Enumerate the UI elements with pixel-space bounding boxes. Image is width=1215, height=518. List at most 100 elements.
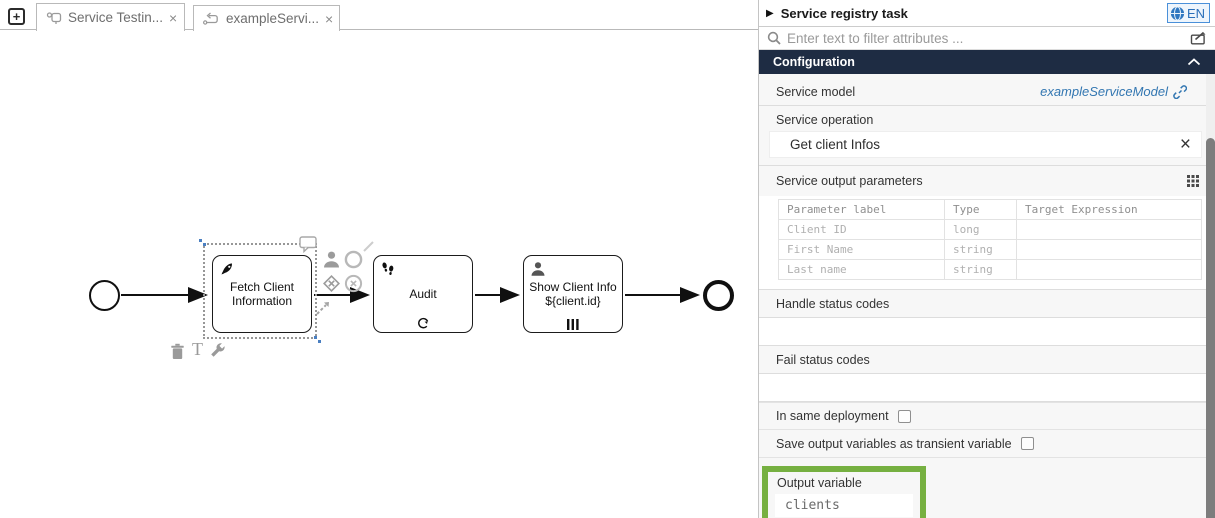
service-model-link[interactable]: exampleServiceModel [1040,84,1188,99]
process-model-icon [203,12,220,26]
end-event[interactable] [703,280,734,311]
selection-outline[interactable] [199,239,321,343]
in-same-deployment-label: In same deployment [776,409,889,423]
edit-pencil-icon[interactable] [362,240,375,253]
section-configuration[interactable]: Configuration [759,50,1215,74]
collapse-panel-icon[interactable]: ▶ [766,7,774,19]
chevron-up-icon[interactable] [1187,58,1201,66]
tab-close-icon[interactable]: × [169,9,178,26]
tab-bar: + Service Testin... × exampleServi... × [0,0,758,31]
table-header-row: Parameter label Type Target Expression [778,199,1202,220]
globe-icon [1170,5,1185,21]
section-title: Configuration [773,55,855,69]
process-diagram: Fetch Client Information Audit Show Clie… [89,236,734,360]
task-audit[interactable]: Audit [373,255,473,333]
save-transient-row: Save output variables as transient varia… [759,430,1215,458]
task-label: ${client.id} [545,294,601,308]
fail-status-codes-input[interactable] [759,374,1215,402]
append-user-task-icon[interactable] [322,250,341,269]
tab-example-service[interactable]: exampleServi... × [193,5,340,31]
append-event-icon[interactable] [344,250,363,269]
save-transient-label: Save output variables as transient varia… [776,436,1012,451]
output-variable-input[interactable] [775,494,913,517]
delete-trash-icon[interactable] [170,343,185,360]
tab-label: Service Testin... [68,10,164,25]
column-header: Parameter label [778,199,945,220]
wrench-icon[interactable] [209,342,226,359]
tab-close-icon[interactable]: × [325,10,334,27]
grid-view-icon[interactable] [1187,175,1199,187]
parallel-multiinstance-icon [567,319,579,330]
param-target-cell[interactable] [1016,239,1202,260]
service-model-row: Service model exampleServiceModel [759,78,1215,106]
save-transient-checkbox[interactable] [1020,437,1034,450]
service-model-label: Service model [776,84,856,99]
language-button[interactable]: EN [1166,3,1210,23]
panel-scrollbar-thumb[interactable] [1206,138,1215,518]
service-testing-icon [46,10,62,26]
resize-handle[interactable] [203,243,206,246]
append-end-event-icon[interactable] [344,274,363,293]
panel-header: ▶ Service registry task EN [759,0,1215,27]
param-target-cell[interactable] [1016,219,1202,240]
param-label-cell[interactable]: Client ID [778,219,945,240]
output-parameters-row: Service output parameters [759,166,1215,196]
footprints-icon [380,261,397,281]
in-same-deployment-row: In same deployment [759,402,1215,430]
properties-panel: ▶ Service registry task EN Configuration [758,0,1215,518]
start-event[interactable] [89,280,120,311]
language-label: EN [1186,5,1205,21]
in-same-deployment-checkbox[interactable] [897,409,911,423]
text-annotation-tool-icon[interactable]: T [192,339,203,359]
clear-operation-icon[interactable]: × [1179,134,1191,155]
bpmn-canvas[interactable]: + Service Testin... × exampleServi... × [0,0,758,518]
param-label-cell[interactable]: First Name [778,239,945,260]
search-icon [767,31,781,45]
service-model-value[interactable]: exampleServiceModel [1040,84,1168,99]
service-operation-input[interactable] [770,137,1170,152]
annotation-icon[interactable] [299,236,318,254]
param-type-cell[interactable]: string [944,259,1017,280]
param-type-cell[interactable]: string [944,239,1017,260]
output-variable-highlight: Output variable [762,466,926,518]
resize-handle[interactable] [314,336,317,339]
param-type-cell[interactable]: long [944,219,1017,240]
output-parameters-label: Service output parameters [776,174,923,188]
column-header: Target Expression [1016,199,1202,220]
new-tab-button[interactable]: + [8,8,25,25]
handle-status-codes-label: Handle status codes [776,296,890,311]
task-show-client-info[interactable]: Show Client Info ${client.id} [523,255,623,333]
loop-marker-icon [416,316,430,330]
output-parameters-table: Parameter label Type Target Expression C… [778,199,1202,280]
tab-label: exampleServi... [226,11,320,26]
task-fetch-client-information[interactable]: Fetch Client Information [212,255,312,333]
fail-status-codes-row: Fail status codes [759,346,1215,374]
output-variable-label: Output variable [777,476,862,490]
export-attributes-icon[interactable] [1190,31,1207,46]
panel-title: Service registry task [780,5,908,21]
filter-attributes-input[interactable] [787,30,1184,46]
filter-bar [759,27,1215,50]
task-label: Information [231,294,293,308]
table-row: Client ID long [778,219,1202,240]
service-operation-label: Service operation [776,113,874,127]
table-row: First Name string [778,239,1202,260]
resize-handle[interactable] [199,239,202,242]
column-header: Type [944,199,1017,220]
append-gateway-icon[interactable] [322,274,341,293]
param-label-cell[interactable]: Last name [778,259,945,280]
connect-tool-icon[interactable] [314,300,331,317]
resize-handle[interactable] [318,340,321,343]
fail-status-codes-label: Fail status codes [776,352,870,367]
handle-status-codes-input[interactable] [759,318,1215,346]
task-label: Show Client Info [529,280,617,294]
param-target-cell[interactable] [1016,259,1202,280]
user-icon [530,261,546,280]
link-icon [1173,84,1188,99]
service-operation-row: Service operation × [759,106,1215,166]
output-parameters-table-section: Parameter label Type Target Expression C… [759,196,1215,290]
tab-service-testing[interactable]: Service Testin... × [36,3,185,31]
table-row: Last name string [778,259,1202,280]
task-label: Audit [409,287,437,301]
